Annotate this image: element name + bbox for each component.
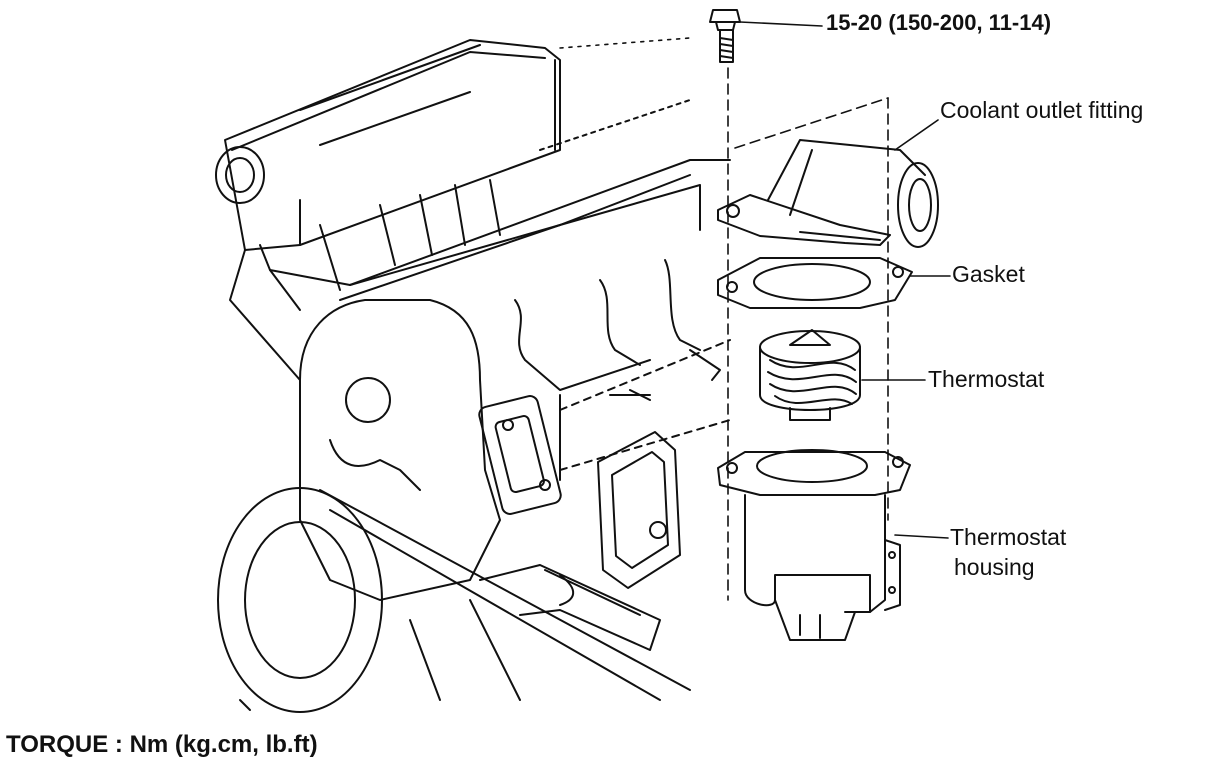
bolt-torque-spec: 15-20 (150-200, 11-14) bbox=[826, 10, 1052, 35]
thermostat-housing-label-line1: Thermostat bbox=[950, 524, 1067, 550]
torque-units-note: TORQUE : Nm (kg.cm, lb.ft) bbox=[6, 731, 318, 758]
thermostat-housing bbox=[718, 450, 910, 640]
bolt-icon bbox=[710, 10, 740, 62]
coolant-outlet-fitting bbox=[718, 140, 938, 247]
gasket bbox=[718, 258, 912, 308]
thermostat-label: Thermostat bbox=[928, 366, 1045, 392]
thermostat bbox=[760, 330, 860, 420]
thermostat-housing-label-line2: housing bbox=[954, 554, 1035, 580]
separate-gasket bbox=[598, 432, 680, 588]
coolant-outlet-fitting-label: Coolant outlet fitting bbox=[940, 97, 1144, 123]
engine-block bbox=[216, 40, 730, 712]
leader-lines bbox=[740, 22, 950, 538]
gasket-label: Gasket bbox=[952, 261, 1025, 287]
